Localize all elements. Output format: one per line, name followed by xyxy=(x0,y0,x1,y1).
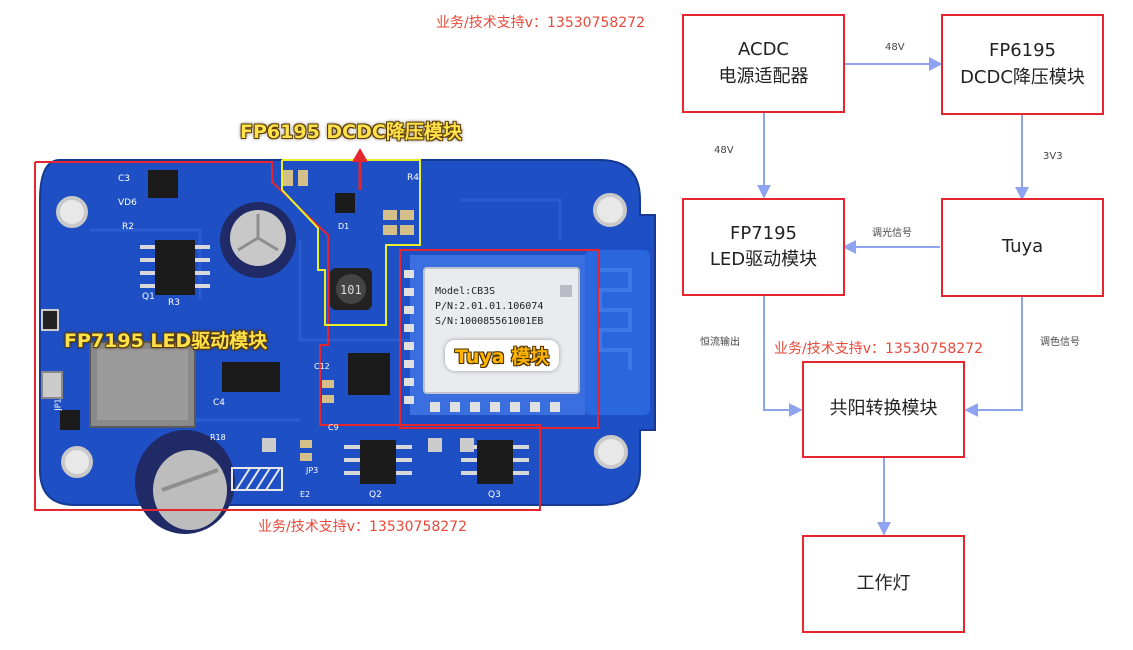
led-module-outline xyxy=(34,161,541,511)
pcb-photo: 101 xyxy=(34,148,656,534)
capacitor-top xyxy=(220,202,296,278)
edge-label-fp6195-tuya: 3V3 xyxy=(1043,151,1063,162)
silk-r3: R3 xyxy=(168,298,180,308)
node-fp6195-line2: DCDC降压模块 xyxy=(960,66,1085,88)
edge-label-fp7195-common: 恒流输出 xyxy=(700,337,740,348)
contact-text-top: 业务/技术支持v：13530758272 xyxy=(436,15,645,31)
node-acdc-line2: 电源适配器 xyxy=(718,65,809,87)
ic-chips xyxy=(60,170,513,484)
silk-r2: R2 xyxy=(122,222,134,232)
module-sn-text: S/N:100085561001EB xyxy=(435,316,544,327)
svg-text:101: 101 xyxy=(340,283,362,297)
silk-q2: Q2 xyxy=(369,490,382,500)
silk-vd6: VD6 xyxy=(118,198,137,208)
contact-text-bottom: 业务/技术支持v：13530758272 xyxy=(258,519,467,535)
silk-jp3: JP3 xyxy=(306,466,319,475)
node-fp7195-line1: FP7195 xyxy=(729,222,798,244)
silk-r18: R18 xyxy=(210,433,226,442)
silk-q1: Q1 xyxy=(142,292,155,302)
node-fp6195-line1: FP6195 xyxy=(988,40,1057,62)
node-tuya: Tuya xyxy=(941,198,1104,297)
callout-dcdc: FP6195 DCDC降压模块 xyxy=(240,121,462,143)
node-common-anode: 共阳转换模块 xyxy=(802,361,965,458)
silk-c9: C9 xyxy=(328,423,339,432)
edge-fp7195-common xyxy=(763,296,803,417)
node-lamp-line1: 工作灯 xyxy=(856,572,911,594)
silk-d1: D1 xyxy=(338,222,350,231)
silk-q3: Q3 xyxy=(488,490,501,500)
node-tuya-line1: Tuya xyxy=(1001,236,1044,258)
node-acdc-line1: ACDC xyxy=(738,39,789,61)
dcdc-module-outline xyxy=(281,159,421,326)
edge-tuya-common xyxy=(964,297,1023,417)
contact-text-middle: 业务/技术支持v：13530758272 xyxy=(774,341,983,357)
edge-label-acdc-fp6195: 48V xyxy=(885,42,905,53)
silk-c12: C12 xyxy=(314,362,330,371)
mounting-holes xyxy=(56,193,628,478)
silk-c3: C3 xyxy=(118,174,131,184)
tuya-module-outline xyxy=(399,249,599,429)
node-acdc: ACDC 电源适配器 xyxy=(682,14,845,113)
silk-c4: C4 xyxy=(213,398,226,408)
edge-label-tuya-common: 调色信号 xyxy=(1040,337,1080,348)
node-lamp: 工作灯 xyxy=(802,535,965,633)
node-fp6195: FP6195 DCDC降压模块 xyxy=(941,14,1104,115)
module-model-text: Model:CB3S xyxy=(435,286,496,297)
callout-led: FP7195 LED驱动模块 xyxy=(64,330,268,352)
node-common-line1: 共阳转换模块 xyxy=(829,398,938,420)
edge-label-acdc-fp7195: 48V xyxy=(714,145,734,156)
silk-e2: E2 xyxy=(300,490,311,499)
edge-label-tuya-fp7195: 调光信号 xyxy=(872,228,912,239)
node-fp7195: FP7195 LED驱动模块 xyxy=(682,198,845,296)
callout-tuya: Tuya 模块 xyxy=(445,340,560,371)
node-fp7195-line2: LED驱动模块 xyxy=(709,249,818,270)
module-pn-text: P/N:2.01.01.106074 xyxy=(435,301,544,312)
silk-r4: R4 xyxy=(407,173,419,183)
